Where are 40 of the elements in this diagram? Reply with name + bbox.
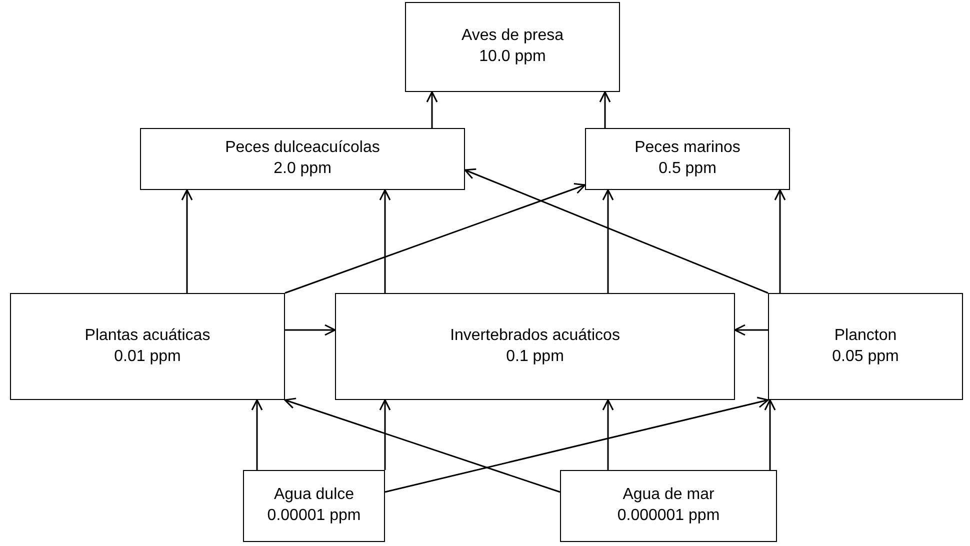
organism-label: Peces dulceacuícolas — [225, 138, 380, 158]
level-box — [243, 470, 385, 542]
level-box — [768, 293, 963, 400]
arrow — [285, 324, 336, 336]
level-box — [405, 2, 620, 92]
arrow — [284, 398, 560, 493]
arrow — [602, 189, 614, 293]
level-box — [335, 293, 735, 400]
arrow — [384, 396, 769, 493]
arrow — [774, 189, 786, 293]
arrow — [426, 91, 438, 128]
level-box — [140, 128, 465, 190]
concentration-label: 0.05 ppm — [832, 346, 899, 366]
arrow — [764, 399, 776, 470]
level-box — [10, 293, 285, 400]
arrow — [734, 324, 768, 336]
level-box — [560, 470, 777, 542]
organism-label: Agua de mar — [622, 485, 714, 506]
concentration-label: 0.5 ppm — [658, 159, 716, 179]
concentration-label: 0.1 ppm — [506, 346, 564, 366]
concentration-label: 0.000001 ppm — [617, 506, 720, 526]
arrow — [464, 168, 768, 294]
organism-label: Plantas acuáticas — [84, 326, 210, 346]
concentration-label: 10.0 ppm — [479, 47, 546, 67]
arrow — [379, 189, 391, 293]
concentration-label: 0.00001 ppm — [267, 506, 361, 526]
concentration-label: 0.01 ppm — [114, 346, 181, 366]
arrow — [251, 399, 263, 470]
arrow — [379, 399, 391, 470]
arrow — [284, 182, 586, 294]
organism-label: Invertebrados acuáticos — [450, 326, 620, 346]
level-box — [585, 128, 790, 190]
organism-label: Plancton — [834, 326, 897, 346]
arrow — [602, 399, 614, 470]
organism-label: Aves de presa — [462, 26, 564, 46]
arrow — [599, 91, 611, 128]
organism-label: Peces marinos — [634, 138, 740, 158]
arrow — [181, 189, 193, 293]
concentration-label: 2.0 ppm — [274, 159, 332, 179]
organism-label: Agua dulce — [274, 485, 354, 506]
